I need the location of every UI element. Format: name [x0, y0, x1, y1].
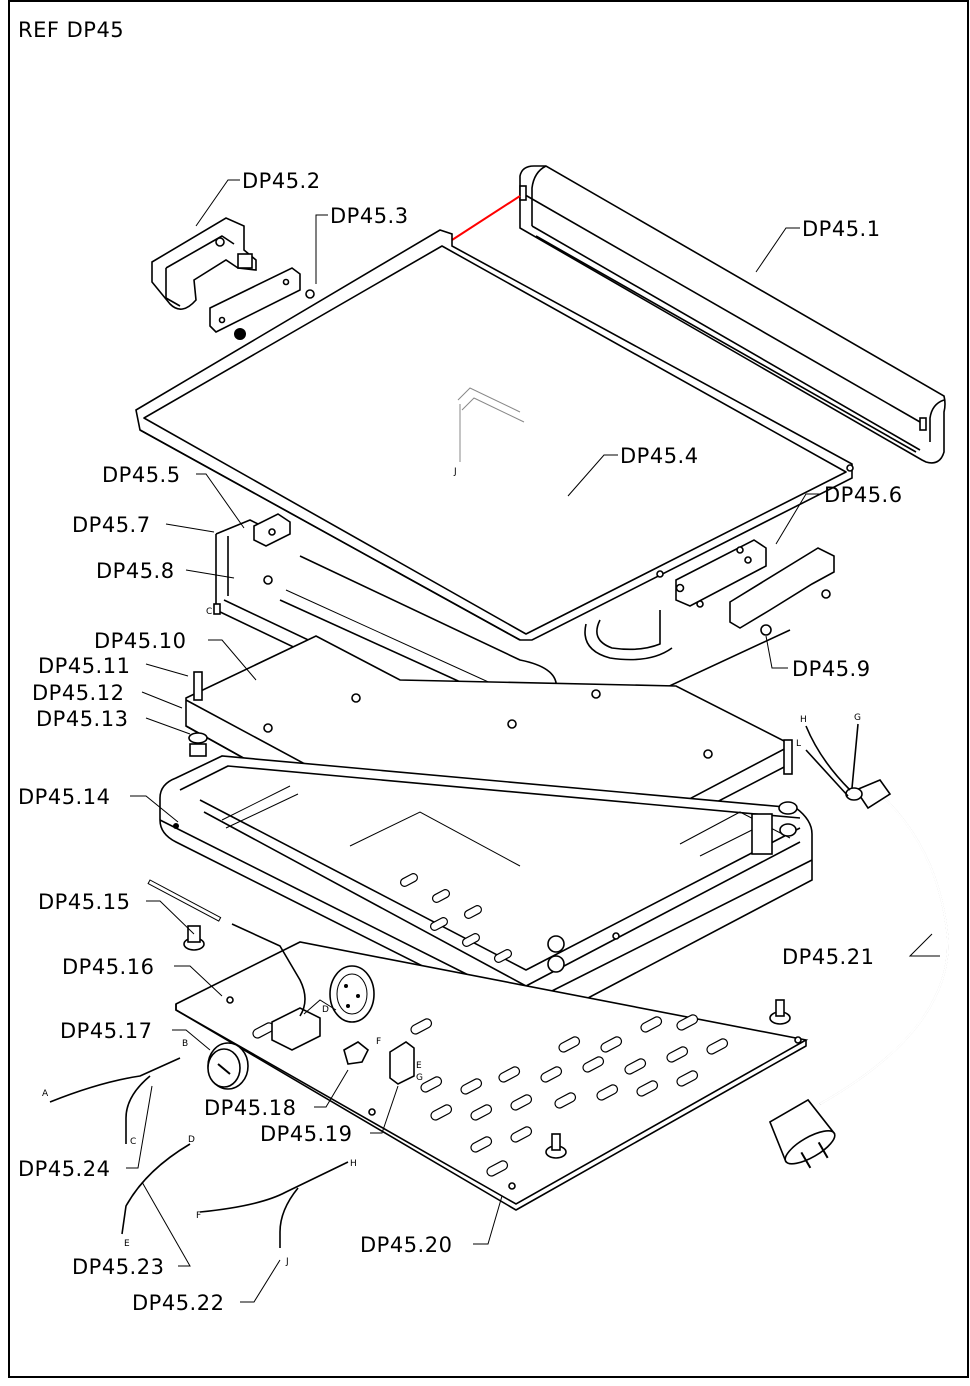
label-dp45-4: DP45.4: [620, 444, 699, 468]
leader-lines: [126, 179, 940, 1303]
label-dp45-12: DP45.12: [32, 681, 124, 705]
part-bracket: [151, 217, 257, 310]
part-right-bracket: [675, 539, 835, 636]
part-knob: [207, 1042, 249, 1090]
wire-letter-j2: J: [453, 467, 457, 477]
label-dp45-3: DP45.3: [330, 204, 409, 228]
wire-letter-l: L: [796, 739, 801, 749]
label-dp45-2: DP45.2: [242, 169, 321, 193]
label-dp45-19: DP45.19: [260, 1122, 352, 1146]
loose-wires: [49, 1057, 349, 1248]
wire-letter-f2: F: [376, 1037, 381, 1047]
wire-letter-g3: G: [854, 713, 861, 723]
wire-letter-c2: C: [206, 607, 212, 617]
wire-letter-e2: E: [416, 1061, 422, 1071]
wire-letter-e: E: [124, 1239, 130, 1249]
label-dp45-16: DP45.16: [62, 955, 154, 979]
label-dp45-11: DP45.11: [38, 654, 130, 678]
label-dp45-18: DP45.18: [204, 1096, 296, 1120]
wire-letter-h2: H: [800, 715, 807, 725]
wire-letter-d: D: [188, 1135, 195, 1145]
label-dp45-13: DP45.13: [36, 707, 128, 731]
wire-letter-h: H: [350, 1159, 357, 1169]
wire-letter-g2: G: [416, 1073, 423, 1083]
part-switch: [343, 1041, 415, 1085]
label-dp45-24: DP45.24: [18, 1157, 110, 1181]
wire-letter-a: A: [42, 1089, 49, 1099]
wire-letter-c: C: [130, 1137, 136, 1147]
label-dp45-6: DP45.6: [824, 483, 903, 507]
label-dp45-17: DP45.17: [60, 1019, 152, 1043]
wire-letter-d2: D: [322, 1005, 329, 1015]
label-dp45-5: DP45.5: [102, 463, 181, 487]
part-base-box: [159, 755, 813, 1033]
label-dp45-9: DP45.9: [792, 657, 871, 681]
label-dp45-20: DP45.20: [360, 1233, 452, 1257]
part-feet: [183, 925, 791, 1159]
label-dp45-15: DP45.15: [38, 890, 130, 914]
wire-letter-j: J: [285, 1257, 289, 1267]
label-dp45-1: DP45.1: [802, 217, 881, 241]
highlight-line: [451, 195, 521, 241]
part-labels: DP45.2 DP45.3 DP45.1 DP45.4 DP45.5 DP45.…: [18, 169, 903, 1315]
label-dp45-7: DP45.7: [72, 513, 151, 537]
base-floor-slots: [399, 873, 620, 973]
drawing-border: [8, 0, 969, 1378]
part-power-cord: [768, 723, 950, 1169]
bottom-plate-slots: [226, 996, 802, 1190]
part-top-trough: [451, 165, 946, 464]
label-dp45-21: DP45.21: [782, 945, 874, 969]
part-thermostat: [231, 923, 375, 1051]
wire-letter-f: F: [196, 1211, 201, 1221]
drawing-title: REF DP45: [18, 18, 124, 42]
label-dp45-8: DP45.8: [96, 559, 175, 583]
label-dp45-14: DP45.14: [18, 785, 110, 809]
label-dp45-22: DP45.22: [132, 1291, 224, 1315]
wire-letter-b: B: [182, 1039, 188, 1049]
label-dp45-23: DP45.23: [72, 1255, 164, 1279]
part-strip: [209, 267, 315, 340]
wire-letter-labels: A B C D E F H J D F E G H G L J C: [42, 467, 861, 1267]
label-dp45-10: DP45.10: [94, 629, 186, 653]
